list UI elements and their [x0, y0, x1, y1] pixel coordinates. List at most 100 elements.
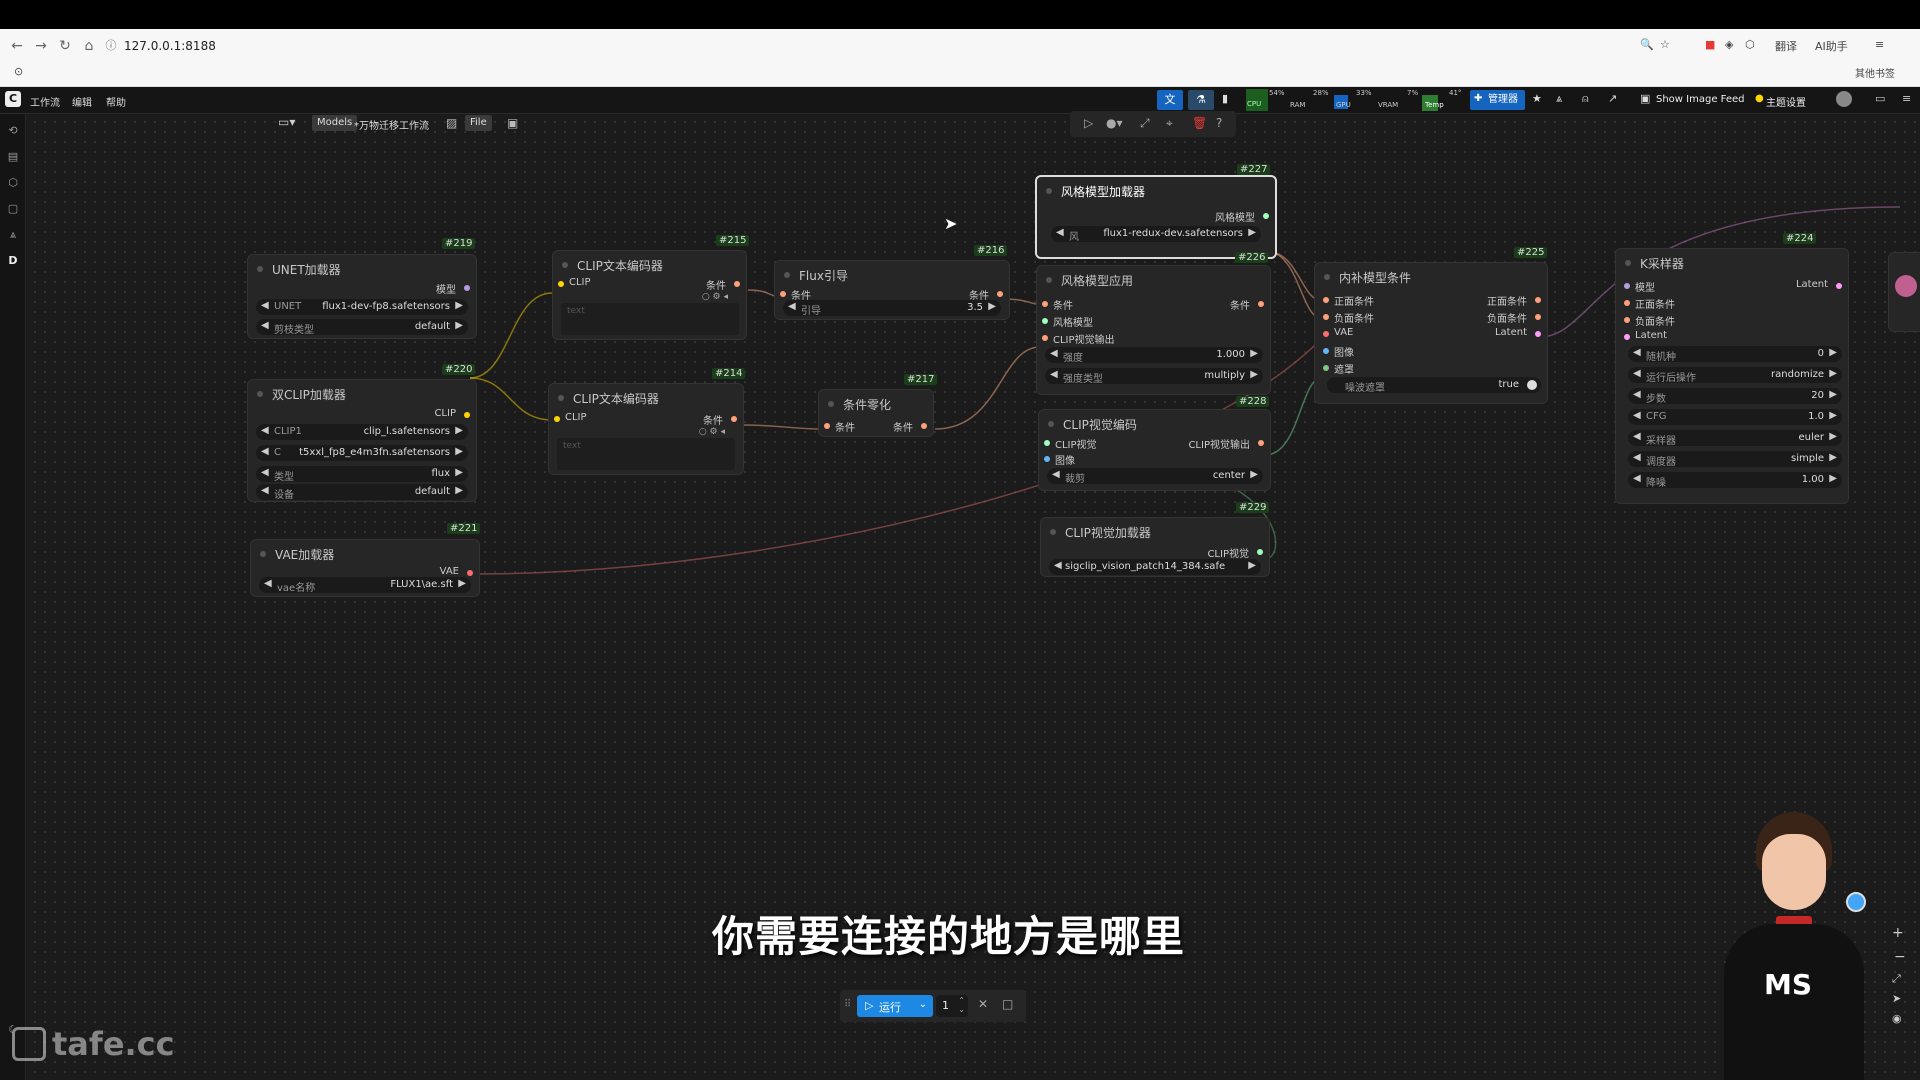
node-collapse-dot[interactable]	[1625, 260, 1631, 266]
output-cond-pin[interactable]	[1258, 301, 1264, 307]
input-cond-pin[interactable]	[1042, 301, 1048, 307]
input-negative-pin[interactable]	[1624, 317, 1630, 323]
tab-icon[interactable]: ⊙	[14, 65, 24, 78]
queue-toggle-icon[interactable]: ⚗	[1188, 90, 1214, 110]
history-icon[interactable]: ⟲	[8, 124, 18, 137]
left-arrow-icon[interactable]: ◀	[1050, 369, 1058, 380]
model-library-icon[interactable]: ▢	[7, 202, 19, 215]
toggle-icons[interactable]: ○ ⚙ ◂	[701, 292, 728, 302]
left-arrow-icon[interactable]: ◀	[261, 320, 269, 331]
workflows-icon[interactable]: ⩓	[9, 228, 17, 241]
show-image-feed-button[interactable]: Show Image Feed	[1656, 94, 1745, 105]
prompt-textarea[interactable]: text	[557, 438, 735, 470]
right-arrow-icon[interactable]: ▶	[455, 320, 463, 331]
left-arrow-icon[interactable]: ◀	[261, 485, 269, 496]
right-arrow-icon[interactable]: ▶	[1829, 347, 1837, 358]
input-image-pin[interactable]	[1044, 456, 1050, 462]
output-cond-pin[interactable]	[921, 423, 927, 429]
d-logo-icon[interactable]: D	[8, 254, 18, 267]
right-arrow-icon[interactable]: ▶	[1248, 227, 1256, 238]
node-clip-text-encode-positive[interactable]: CLIP文本编码器 CLIP 条件 ○ ⚙ ◂ text	[552, 250, 747, 340]
right-arrow-icon[interactable]: ▶	[1829, 410, 1837, 421]
left-arrow-icon[interactable]: ◀	[261, 446, 269, 457]
models-button[interactable]: Models	[312, 115, 358, 131]
input-cond-pin[interactable]	[780, 291, 786, 297]
input-clip-pin[interactable]	[554, 416, 560, 422]
comfy-logo-icon[interactable]: C	[5, 91, 21, 107]
input-image-pin[interactable]	[1323, 348, 1329, 354]
input-vae-pin[interactable]	[1323, 331, 1329, 337]
left-arrow-icon[interactable]: ◀	[1633, 452, 1641, 463]
node-collapse-dot[interactable]	[1046, 188, 1052, 194]
left-arrow-icon[interactable]: ◀	[261, 467, 269, 478]
menu-edit[interactable]: 编辑	[72, 98, 92, 109]
output-clip-pin[interactable]	[464, 412, 470, 418]
output-negative-pin[interactable]	[1535, 314, 1541, 320]
image-icon[interactable]: ▨	[446, 116, 458, 130]
output-cond-pin[interactable]	[731, 416, 737, 422]
left-arrow-icon[interactable]: ◀	[1052, 469, 1060, 480]
output-cond-pin[interactable]	[997, 291, 1003, 297]
clip-vision-name-widget[interactable]: ◀sigclip_vision_patch14_384.safe▶	[1049, 559, 1261, 575]
graph-icon[interactable]: ⍝	[1582, 92, 1589, 105]
right-arrow-icon[interactable]: ▶	[455, 467, 463, 478]
prompt-textarea[interactable]: text	[561, 303, 739, 335]
right-arrow-icon[interactable]: ▶	[458, 578, 466, 589]
right-arrow-icon[interactable]: ▶	[1829, 389, 1837, 400]
zoom-in-icon[interactable]: +	[1892, 925, 1904, 941]
input-positive-pin[interactable]	[1323, 297, 1329, 303]
right-arrow-icon[interactable]: ▶	[1248, 560, 1256, 571]
forward-icon[interactable]: →	[35, 38, 47, 54]
left-arrow-icon[interactable]: ◀	[1633, 389, 1641, 400]
menu-workflow[interactable]: 工作流	[30, 98, 60, 109]
file-menu-button[interactable]: File	[465, 115, 492, 131]
right-arrow-icon[interactable]: ▶	[1829, 452, 1837, 463]
left-arrow-icon[interactable]: ◀	[1633, 368, 1641, 379]
bookmark-icon[interactable]: ▮	[1222, 92, 1229, 105]
theme-settings-button[interactable]: 主题设置	[1766, 98, 1806, 109]
extension3-icon[interactable]: ⬡	[1745, 38, 1755, 51]
pin-icon[interactable]: ⌖	[1166, 116, 1173, 130]
visibility-icon[interactable]: ◉	[1892, 1012, 1902, 1025]
batch-count-input[interactable]: 1 ⌃⌄	[936, 995, 968, 1017]
node-inpaint-model-conditioning[interactable]: 内补模型条件 正面条件 负面条件 VAE 图像 遮罩 正面条件 负面条件 Lat…	[1314, 262, 1548, 404]
manager-button[interactable]: 管理器	[1470, 90, 1525, 110]
zoom-icon[interactable]: 🔍	[1640, 38, 1654, 51]
menu-icon[interactable]: ≡	[1875, 38, 1885, 51]
ai-assistant-button[interactable]: AI助手	[1815, 40, 1848, 53]
node-clip-text-encode-negative[interactable]: CLIP文本编码器 CLIP 条件 ○ ⚙ ◂ text	[548, 383, 744, 475]
node-partial-offscreen[interactable]	[1888, 252, 1920, 332]
output-positive-pin[interactable]	[1535, 297, 1541, 303]
toggle-icons[interactable]: ○ ⚙ ◂	[698, 427, 725, 437]
right-arrow-icon[interactable]: ▶	[1829, 431, 1837, 442]
left-arrow-icon[interactable]: ◀	[1054, 560, 1062, 571]
node-collapse-dot[interactable]	[260, 551, 266, 557]
node-collapse-dot[interactable]	[1048, 421, 1054, 427]
left-arrow-icon[interactable]: ◀	[264, 578, 272, 589]
hierarchy-icon[interactable]: ⩓	[1556, 92, 1563, 105]
right-arrow-icon[interactable]: ▶	[1250, 348, 1258, 359]
output-model-pin[interactable]	[464, 285, 470, 291]
node-collapse-dot[interactable]	[828, 401, 834, 407]
play-icon[interactable]: ▷	[1084, 116, 1094, 130]
output-cond-pin[interactable]	[734, 281, 740, 287]
node-clip-vision-loader[interactable]: CLIP视觉加载器 CLIP视觉 ◀sigclip_vision_patch14…	[1040, 517, 1270, 577]
queue-icon[interactable]: ▤	[7, 150, 19, 163]
stepper-icon[interactable]: ⌃⌄	[958, 996, 965, 1014]
translate-button[interactable]: 翻译	[1775, 40, 1797, 53]
delete-icon[interactable]: 🗑	[1192, 116, 1208, 130]
